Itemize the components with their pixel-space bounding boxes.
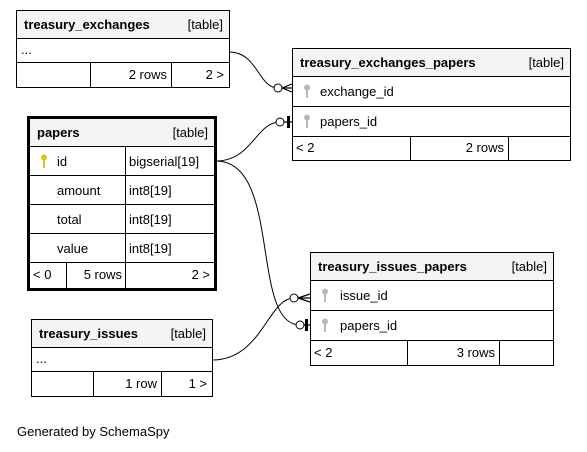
parents-count-cell[interactable]: < 2: [311, 341, 407, 365]
table-header: treasury_exchanges [table]: [17, 11, 229, 39]
primary-key-icon: [40, 154, 48, 172]
link-papers-to-exchanges-papers: [215, 121, 281, 162]
table-kind: [table]: [511, 259, 547, 274]
crowfoot-marker: [281, 83, 293, 93]
one-marker: [305, 319, 308, 331]
table-header: papers [table]: [30, 119, 214, 147]
parents-count[interactable]: < 0: [33, 267, 52, 282]
children-count[interactable]: 2 >: [191, 267, 210, 282]
column-type: int8[19]: [129, 241, 172, 256]
parents-count[interactable]: < 2: [314, 345, 333, 360]
row-count: 2 rows: [465, 140, 504, 155]
table-name: treasury_issues: [39, 326, 139, 341]
link-exchanges-to-exchange-id: [228, 51, 279, 89]
children-count-cell[interactable]: 1 >: [161, 372, 212, 396]
foreign-key-icon: [321, 318, 329, 336]
link-issues-to-issue-id: [211, 297, 295, 361]
row-count-cell: 3 rows: [407, 341, 499, 365]
parents-count-cell[interactable]: < 2: [293, 137, 410, 160]
column-name: exchange_id: [320, 84, 394, 99]
column-type: int8[19]: [129, 183, 172, 198]
optional-marker: [289, 293, 299, 303]
parents-count[interactable]: < 2: [296, 140, 315, 155]
column-type: int8[19]: [129, 212, 172, 227]
children-count-cell[interactable]: 2 >: [171, 63, 229, 87]
children-count[interactable]: 2 >: [205, 67, 224, 82]
table-header: treasury_exchanges_papers [table]: [293, 49, 570, 77]
table-header: treasury_issues [table]: [32, 320, 212, 348]
table-footer: 1 row 1 >: [32, 372, 212, 396]
table-footer: < 2 3 rows: [311, 341, 553, 365]
columns-ellipsis: ...: [21, 42, 32, 57]
table-papers[interactable]: papers [table] id bigserial[19] amount i…: [27, 116, 217, 291]
table-kind: [table]: [172, 125, 208, 140]
table-treasury-issues-papers[interactable]: treasury_issues_papers [table] issue_id …: [310, 252, 554, 366]
column-type-cell: int8[19]: [125, 234, 214, 262]
row-count: 2 rows: [128, 67, 167, 82]
column-name: amount: [57, 183, 101, 198]
row-count-cell: 1 row: [93, 372, 161, 396]
row-count-cell: 2 rows: [410, 137, 508, 160]
table-treasury-issues[interactable]: treasury_issues [table] ... 1 row 1 >: [31, 319, 213, 397]
column-row[interactable]: value int8[19]: [30, 234, 214, 263]
table-name: treasury_exchanges: [24, 17, 150, 32]
columns-ellipsis-row: ...: [17, 39, 229, 63]
table-name: treasury_exchanges_papers: [300, 55, 476, 70]
column-row[interactable]: issue_id: [311, 281, 553, 311]
row-count: 5 rows: [83, 267, 122, 282]
optional-marker: [273, 83, 283, 93]
column-name: value: [57, 241, 89, 256]
children-count[interactable]: 1 >: [188, 376, 207, 391]
table-footer: < 2 2 rows: [293, 137, 570, 160]
foreign-key-icon: [303, 114, 311, 132]
table-name: treasury_issues_papers: [318, 259, 467, 274]
column-name: total: [57, 212, 82, 227]
column-name: papers_id: [320, 114, 378, 129]
column-name: issue_id: [340, 288, 388, 303]
parents-count-cell[interactable]: < 0: [30, 263, 66, 288]
optional-marker: [295, 320, 305, 330]
table-header: treasury_issues_papers [table]: [311, 253, 553, 281]
column-row[interactable]: id bigserial[19]: [30, 147, 214, 176]
row-count: 1 row: [125, 376, 157, 391]
table-treasury-exchanges[interactable]: treasury_exchanges [table] ... 2 rows 2 …: [16, 10, 230, 88]
table-footer: < 0 5 rows 2 >: [30, 263, 214, 288]
foreign-key-icon: [321, 288, 329, 306]
children-count-cell[interactable]: 2 >: [125, 263, 214, 288]
crowfoot-marker: [297, 293, 311, 303]
table-kind: [table]: [170, 326, 206, 341]
one-marker: [287, 116, 290, 128]
table-kind: [table]: [528, 55, 564, 70]
column-type-cell: bigserial[19]: [125, 147, 214, 175]
column-type: bigserial[19]: [129, 154, 200, 169]
column-row[interactable]: papers_id: [293, 107, 570, 137]
foreign-key-icon: [303, 84, 311, 102]
column-type-cell: int8[19]: [125, 205, 214, 233]
table-kind: [table]: [187, 17, 223, 32]
column-row[interactable]: exchange_id: [293, 77, 570, 107]
row-count-cell: 2 rows: [90, 63, 171, 87]
table-footer: 2 rows 2 >: [17, 63, 229, 87]
children-count-cell: [499, 341, 553, 365]
column-row[interactable]: papers_id: [311, 311, 553, 341]
row-count-cell: 5 rows: [66, 263, 125, 288]
row-count: 3 rows: [456, 345, 495, 360]
table-name: papers: [37, 125, 80, 140]
column-name: id: [57, 154, 68, 169]
columns-ellipsis: ...: [36, 351, 47, 366]
column-name: papers_id: [340, 318, 398, 333]
table-treasury-exchanges-papers[interactable]: treasury_exchanges_papers [table] exchan…: [292, 48, 571, 161]
generated-by-footer: Generated by SchemaSpy: [17, 424, 170, 439]
columns-ellipsis-row: ...: [32, 348, 212, 372]
column-row[interactable]: amount int8[19]: [30, 176, 214, 205]
children-count-cell: [508, 137, 570, 160]
column-row[interactable]: total int8[19]: [30, 205, 214, 234]
column-type-cell: int8[19]: [125, 176, 214, 204]
optional-marker: [275, 117, 285, 127]
link-papers-to-issues-papers: [215, 160, 301, 326]
